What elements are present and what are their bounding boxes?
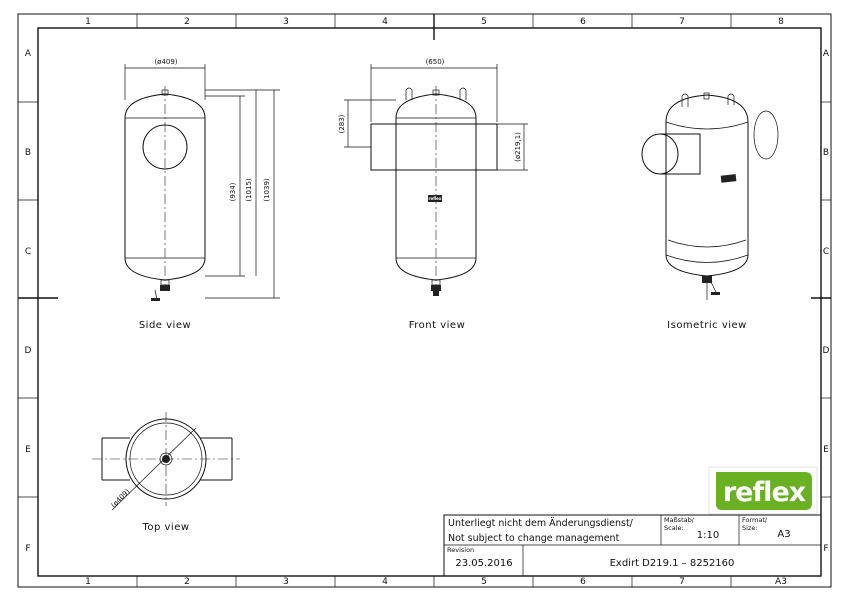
inner-frame <box>37 27 822 577</box>
format-value: A3 <box>777 529 790 540</box>
front-view-drawing: reflex <box>370 86 498 296</box>
revision-label: Revision <box>447 546 474 554</box>
side-height-dim-3: (1039) <box>263 178 271 202</box>
title-block-note-line2: Not subject to change management <box>448 533 620 544</box>
row-label-left: D <box>25 346 32 356</box>
column-label-top: 3 <box>283 17 289 27</box>
side-view-dimensions <box>124 64 280 299</box>
front-nozzle-dia-dim: (ø219,1) <box>514 132 522 162</box>
column-label-bottom: 3 <box>283 577 289 587</box>
row-label-right: C <box>823 247 829 257</box>
column-label-top: 2 <box>184 17 190 27</box>
row-label-right: E <box>823 445 829 455</box>
row-label-left: E <box>25 445 31 455</box>
top-view-drawing <box>92 412 240 511</box>
column-label-top: 1 <box>85 17 91 27</box>
row-label-right: A <box>823 49 830 59</box>
front-view-dimensions <box>344 64 528 171</box>
isometric-view-drawing <box>641 92 779 300</box>
column-label-bottom: 1 <box>85 577 91 587</box>
column-label-bottom: A3 <box>775 577 787 587</box>
row-label-right: B <box>823 148 829 158</box>
front-view-label: Front view <box>409 320 466 331</box>
revision-date: 23.05.2016 <box>455 558 512 569</box>
reflex-logo-text: reflex <box>723 477 806 508</box>
row-label-left: F <box>25 544 30 554</box>
column-label-top: 8 <box>778 17 784 27</box>
row-label-right: F <box>823 544 828 554</box>
front-mini-logo: reflex <box>429 196 442 201</box>
column-label-top: 5 <box>481 17 487 27</box>
side-view-label: Side view <box>139 320 191 331</box>
format-label-de: Format/ <box>742 516 768 524</box>
center-marks <box>18 14 831 299</box>
isometric-view-label: Isometric view <box>667 320 747 331</box>
front-nozzle-height-dim: (283) <box>338 114 346 133</box>
column-label-top: 6 <box>580 17 586 27</box>
format-label-en: Size: <box>742 524 758 532</box>
row-label-right: D <box>823 346 830 356</box>
reflex-logo: reflex <box>708 466 818 515</box>
top-dia-dim: (ø409) <box>110 487 132 509</box>
column-label-bottom: 7 <box>679 577 685 587</box>
scale-label-de: Maßstab/ <box>664 516 695 524</box>
row-label-left: C <box>25 247 31 257</box>
outer-frame <box>17 13 832 588</box>
column-label-bottom: 2 <box>184 577 190 587</box>
row-label-left: A <box>25 49 32 59</box>
side-width-dim: (ø409) <box>154 58 177 66</box>
title-block <box>443 514 822 577</box>
side-height-dim-1: (934) <box>229 182 237 201</box>
title-block-note-line1: Unterliegt nicht dem Änderungsdienst/ <box>448 518 634 529</box>
top-view-label: Top view <box>141 522 189 533</box>
drawing-title: Exdirt D219.1 – 8252160 <box>610 558 735 569</box>
column-label-top: 4 <box>382 17 388 27</box>
column-label-top: 7 <box>679 17 685 27</box>
side-view-drawing <box>124 86 206 301</box>
scale-value: 1:10 <box>697 530 719 541</box>
column-label-bottom: 5 <box>481 577 487 587</box>
front-width-dim: (650) <box>426 58 445 66</box>
row-label-left: B <box>25 148 31 158</box>
column-label-bottom: 6 <box>580 577 586 587</box>
scale-label-en: Scale: <box>664 524 684 532</box>
side-height-dim-2: (1015) <box>245 178 253 202</box>
column-label-bottom: 4 <box>382 577 388 587</box>
